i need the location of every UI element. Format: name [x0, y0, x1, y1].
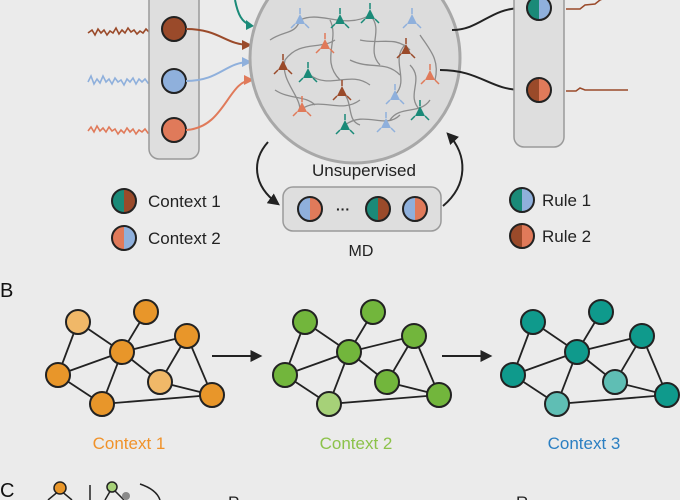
- graph-edge: [328, 394, 440, 405]
- graph-node: [401, 323, 427, 349]
- graph-node: [133, 299, 159, 325]
- unsupervised-label: Unsupervised: [312, 161, 416, 180]
- output-node-rule1: [526, 0, 552, 21]
- graph-node: [89, 391, 115, 417]
- legend-context-2-label: Context 2: [148, 229, 221, 248]
- graph-node: [520, 309, 546, 335]
- context-2-label: Context 2: [320, 434, 393, 453]
- graph-node: [374, 369, 400, 395]
- graph-edge: [101, 394, 213, 405]
- legend-context-2: Context 2: [111, 225, 221, 251]
- neuron: [332, 80, 352, 101]
- graph-node: [426, 382, 452, 408]
- graph-node: [602, 369, 628, 395]
- graph-node: [45, 362, 71, 388]
- md-box: [282, 186, 442, 232]
- panel-c-mini-graph: [47, 481, 161, 500]
- input-connection-orange: [185, 75, 254, 131]
- graph-node: [65, 309, 91, 335]
- graph-node: [147, 369, 173, 395]
- output-connection-rule2: [439, 69, 524, 95]
- md-node-context2: [297, 196, 323, 222]
- output-trace-rule2: [566, 87, 628, 92]
- graph-node: [588, 299, 614, 325]
- neuron: [330, 8, 350, 29]
- graph-node: [272, 362, 298, 388]
- loop-arrow-to-md: [256, 141, 280, 206]
- input-trace-blue: [87, 74, 152, 87]
- neuron: [376, 112, 396, 133]
- output-column: [513, 0, 565, 148]
- neuron: [396, 38, 416, 59]
- context-3-label: Context 3: [548, 434, 621, 453]
- legend-rule-2: Rule 2: [509, 223, 591, 249]
- graph-node: [629, 323, 655, 349]
- legend-rule-2-label: Rule 2: [542, 227, 591, 246]
- graph-node: [109, 339, 135, 365]
- neuron: [402, 8, 422, 29]
- neurons: [273, 3, 440, 135]
- panel-c-partial-text-1: P: [228, 493, 239, 500]
- input-connection-blue: [185, 57, 252, 82]
- graph-node: [654, 382, 680, 408]
- input-node-orange: [161, 117, 187, 143]
- graph-node: [500, 362, 526, 388]
- graph-node: [174, 323, 200, 349]
- graph-node: [360, 299, 386, 325]
- panel-a: Unsupervised ··· MD Context 1: [87, 0, 628, 260]
- legend-context-1-label: Context 1: [148, 192, 221, 211]
- neuron: [290, 8, 310, 29]
- panel-c-letter: C: [0, 480, 14, 500]
- neuron: [273, 54, 293, 75]
- legend-rule-1: Rule 1: [509, 187, 591, 213]
- context-graphs: [45, 299, 680, 417]
- neuron: [335, 114, 355, 135]
- loop-arrow-to-pfc: [442, 132, 464, 207]
- graph-node: [544, 391, 570, 417]
- neuron: [385, 84, 405, 105]
- neuron: [298, 62, 318, 83]
- context-graph-3: [500, 299, 680, 417]
- pfc-network-circle: [248, 0, 462, 165]
- md-node-context2b: [402, 196, 428, 222]
- input-trace-orange: [87, 124, 152, 136]
- graph-node: [564, 339, 590, 365]
- neuron: [360, 3, 380, 24]
- graph-node: [316, 391, 342, 417]
- output-node-rule2: [526, 77, 552, 103]
- output-trace-rule1: [566, 0, 603, 10]
- neuron: [315, 33, 335, 54]
- context-graph-2: [272, 299, 452, 417]
- teal-arrow-head: [246, 20, 254, 30]
- neuron: [420, 64, 440, 85]
- input-connection-brown: [185, 28, 252, 50]
- input-connection-teal: [234, 0, 251, 26]
- graph-edge: [556, 394, 668, 405]
- input-trace-brown: [87, 26, 153, 37]
- output-connection-rule1: [451, 3, 524, 31]
- graph-node: [292, 309, 318, 335]
- md-node-context1: [365, 196, 391, 222]
- md-label: MD: [349, 243, 374, 260]
- legend-context-1: Context 1: [111, 188, 221, 214]
- md-ellipsis: ···: [336, 201, 350, 217]
- context-graph-1: [45, 299, 225, 417]
- recurrent-connections: [269, 14, 437, 126]
- legend-rule-1-label: Rule 1: [542, 191, 591, 210]
- input-node-brown: [161, 16, 187, 42]
- graph-node: [336, 339, 362, 365]
- neuron: [292, 96, 312, 117]
- context-1-label: Context 1: [93, 434, 166, 453]
- panel-b-letter: B: [0, 280, 13, 302]
- input-node-blue: [161, 68, 187, 94]
- neuron: [410, 100, 430, 121]
- panel-c-partial-text-2: R: [516, 493, 528, 500]
- graph-node: [199, 382, 225, 408]
